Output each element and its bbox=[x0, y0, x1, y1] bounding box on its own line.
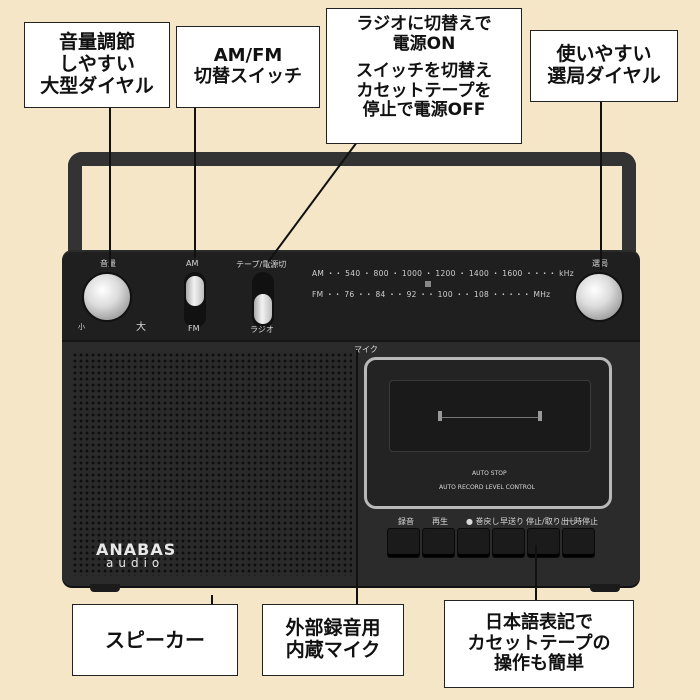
tape-radio-switch[interactable] bbox=[252, 272, 274, 328]
foot-left bbox=[90, 584, 120, 592]
callout-volume-line1: 音量調節 bbox=[58, 31, 135, 54]
record-button[interactable] bbox=[387, 528, 420, 558]
rewind-button[interactable] bbox=[457, 528, 490, 558]
cassette-window bbox=[389, 380, 591, 452]
mic-label: マイク bbox=[354, 345, 378, 354]
callout-volume-line3: 大型ダイヤル bbox=[40, 74, 154, 97]
am-frequency-scale: AM ・・ 540 ・ 800 ・ 1000 ・ 1200 ・ 1400 ・ 1… bbox=[312, 269, 574, 278]
fast-forward-button[interactable] bbox=[492, 528, 525, 558]
callout-buttons-line1: 日本語表記で bbox=[485, 611, 593, 633]
volume-max-label: 大 bbox=[136, 322, 146, 333]
play-button[interactable] bbox=[422, 528, 455, 558]
cassette-door[interactable]: AUTO STOP AUTO RECORD LEVEL CONTROL bbox=[364, 357, 612, 509]
callout-volume-line2: しやすい bbox=[59, 53, 135, 76]
brand-logo: ANABAS bbox=[96, 540, 177, 559]
callout-volume: 音量調節 しやすい 大型ダイヤル bbox=[24, 22, 170, 108]
leader-tuning bbox=[600, 102, 602, 270]
leader-mic bbox=[356, 350, 358, 604]
callout-mic-line2: 内蔵マイク bbox=[285, 639, 381, 661]
callout-buttons-line3: 操作も簡単 bbox=[494, 653, 584, 675]
leader-speaker bbox=[211, 595, 213, 605]
record-label: 録音 bbox=[398, 517, 414, 526]
am-label: AM bbox=[186, 259, 199, 268]
callout-power-line3: スイッチを切替え bbox=[356, 61, 492, 82]
fm-frequency-scale: FM ・・ 76 ・・ 84 ・・ 92 ・・ 100 ・・ 108 ・・・・・… bbox=[312, 290, 551, 299]
speaker-grille bbox=[72, 352, 352, 576]
pause-button[interactable] bbox=[562, 528, 595, 558]
callout-tuning-line2: 選局ダイヤル bbox=[547, 65, 661, 87]
callout-amfm: AM/FM 切替スイッチ bbox=[176, 26, 320, 108]
control-panel bbox=[62, 252, 640, 342]
auto-record-label: AUTO RECORD LEVEL CONTROL bbox=[439, 484, 535, 491]
callout-buttons: 日本語表記で カセットテープの 操作も簡単 bbox=[444, 600, 634, 688]
tuning-pointer bbox=[425, 281, 431, 287]
volume-label: 音量 bbox=[100, 259, 116, 268]
stop-label: 停止/取り出し bbox=[526, 517, 577, 526]
leader-amfm bbox=[194, 108, 196, 258]
callout-power-line1: ラジオに切替えで bbox=[356, 14, 492, 34]
callout-power-line4: カセットテープを bbox=[356, 80, 492, 101]
callout-power: ラジオに切替えで 電源ON スイッチを切替え カセットテープを 停止で電源OFF bbox=[326, 8, 522, 144]
callout-tuning: 使いやすい 選局ダイヤル bbox=[530, 30, 678, 102]
tape-radio-switch-nub bbox=[254, 294, 272, 324]
tuning-knob[interactable] bbox=[574, 272, 624, 322]
am-fm-switch[interactable] bbox=[184, 272, 206, 328]
callout-speaker-line1: スピーカー bbox=[105, 627, 205, 652]
volume-min-label: 小 bbox=[78, 323, 85, 331]
callout-amfm-line2: 切替スイッチ bbox=[194, 66, 302, 87]
callout-buttons-line2: カセットテープの bbox=[467, 632, 611, 654]
pause-label: 一時停止 bbox=[566, 517, 598, 526]
reel-right bbox=[538, 411, 542, 421]
reel-left bbox=[438, 411, 442, 421]
leader-power bbox=[267, 137, 361, 263]
radio-label: ラジオ bbox=[250, 325, 274, 334]
carry-handle bbox=[68, 152, 636, 262]
foot-right bbox=[590, 584, 620, 592]
callout-speaker: スピーカー bbox=[72, 604, 238, 676]
volume-knob[interactable] bbox=[82, 272, 132, 322]
am-fm-switch-nub bbox=[186, 276, 204, 306]
callout-mic-line1: 外部録音用 bbox=[285, 617, 381, 640]
fm-label: FM bbox=[188, 324, 200, 333]
leader-buttons bbox=[535, 545, 537, 601]
rewind-label: ● 巻戻し bbox=[466, 517, 500, 526]
play-label: 再生 bbox=[432, 517, 448, 526]
callout-tuning-line1: 使いやすい bbox=[556, 43, 652, 66]
tape-power-label: テープ/電源切 bbox=[236, 260, 287, 269]
brand-sub: audio bbox=[106, 556, 165, 570]
callout-power-line5: 停止で電源OFF bbox=[362, 100, 486, 121]
transport-buttons bbox=[387, 528, 595, 558]
ff-label: 早送り bbox=[500, 517, 524, 526]
callout-power-line2: 電源ON bbox=[392, 33, 456, 54]
callout-amfm-line1: AM/FM bbox=[213, 45, 283, 67]
leader-volume bbox=[109, 108, 111, 268]
callout-mic: 外部録音用 内蔵マイク bbox=[262, 604, 404, 676]
auto-stop-label: AUTO STOP bbox=[472, 470, 507, 477]
tape-line bbox=[440, 417, 540, 418]
stop-eject-button[interactable] bbox=[527, 528, 560, 558]
